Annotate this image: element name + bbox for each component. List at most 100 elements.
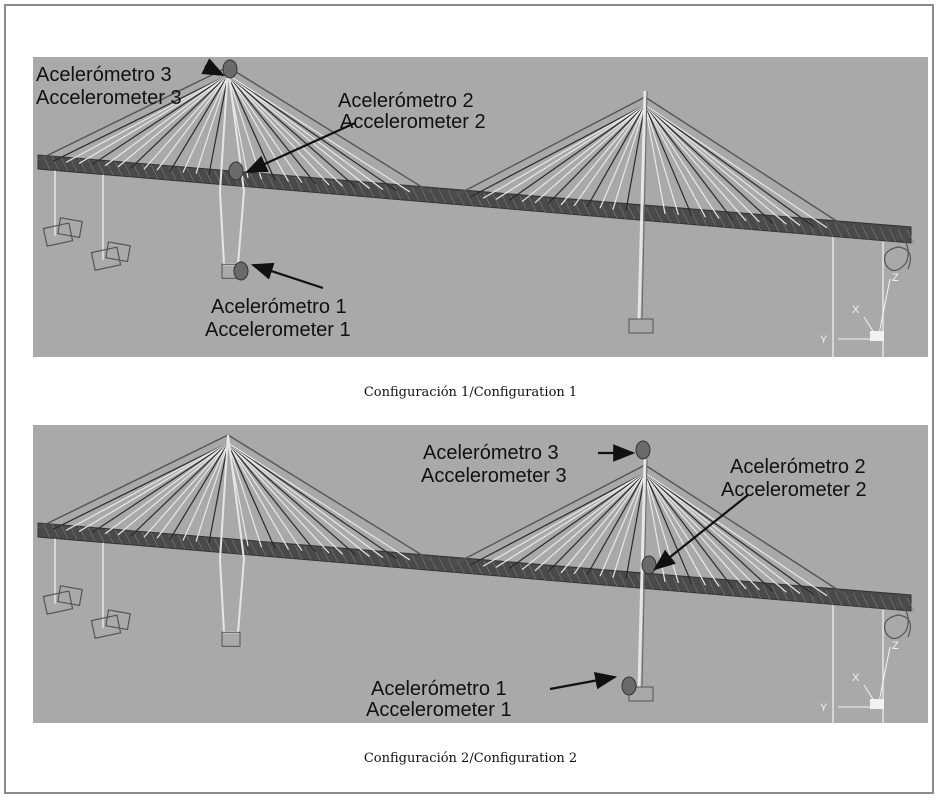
deck-mesh-line xyxy=(600,203,609,218)
deck-mesh-line xyxy=(546,566,555,581)
axis-origin xyxy=(870,699,884,709)
deck-mesh-line xyxy=(141,163,150,179)
deck-mesh-line xyxy=(267,174,276,189)
stay-cable xyxy=(227,442,276,549)
stay-cable xyxy=(208,442,229,543)
abutment xyxy=(883,234,911,272)
deck-mesh-line xyxy=(447,190,456,205)
deck-mesh-line xyxy=(609,204,618,219)
deck-mesh-line xyxy=(159,533,168,548)
stay-cable xyxy=(195,74,229,174)
backstay-cable xyxy=(454,464,646,565)
deck-mesh-line xyxy=(789,587,798,602)
deck-mesh-line xyxy=(762,217,771,232)
accelerometer-3-label-en: Accelerometer 3 xyxy=(421,465,567,487)
stay-cable xyxy=(91,74,229,166)
stay-cable xyxy=(182,442,229,541)
stay-cable xyxy=(625,472,646,579)
accelerometer-1-label-en: Accelerometer 1 xyxy=(366,699,512,721)
deck-mesh-line xyxy=(303,545,312,560)
axis-z-line xyxy=(877,646,891,708)
stay-cable xyxy=(469,472,646,566)
stay-cable xyxy=(227,74,316,185)
deck-mesh-line xyxy=(825,590,834,605)
deck-mesh-line xyxy=(456,558,465,574)
stay-cable xyxy=(227,74,384,191)
stay-cable xyxy=(599,104,646,209)
deck-mesh-line xyxy=(618,572,627,588)
stay-cable xyxy=(586,104,646,208)
deck-mesh-line xyxy=(60,156,69,172)
stay-cable xyxy=(227,442,397,560)
deck-mesh-line xyxy=(186,535,195,550)
deck-mesh-line xyxy=(177,166,186,182)
stay-cable xyxy=(117,442,229,536)
stay-cable xyxy=(644,104,720,219)
deck-mesh-line xyxy=(321,179,330,194)
deck-mesh-line xyxy=(672,209,681,224)
tower-2-edge xyxy=(641,458,648,688)
deck-mesh-line xyxy=(78,158,87,173)
deck-mesh-line xyxy=(159,165,168,180)
stay-cable xyxy=(227,442,370,557)
pier-footing xyxy=(105,609,131,631)
pier-footing xyxy=(57,585,83,607)
deck-mesh-line xyxy=(267,542,276,557)
axis-x-label: X xyxy=(852,304,860,316)
deck-mesh-line xyxy=(348,549,357,564)
stay-cable xyxy=(644,472,801,594)
stay-cable xyxy=(195,442,229,542)
stay-cable xyxy=(644,104,733,221)
deck-mesh-line xyxy=(852,224,861,240)
stay-cable xyxy=(227,74,330,186)
deck-mesh-line xyxy=(483,561,492,576)
deck-mesh-line xyxy=(105,528,114,543)
deck-mesh-line xyxy=(276,175,285,190)
stay-cable xyxy=(130,442,229,537)
stay-cable xyxy=(130,74,229,169)
stay-cable xyxy=(104,442,229,535)
deck-mesh-line xyxy=(906,229,915,244)
deck-mesh-line xyxy=(249,173,258,188)
accelerometer-1-label-en: Accelerometer 1 xyxy=(205,319,351,341)
stay-cable xyxy=(182,74,229,173)
backstay-cable xyxy=(37,66,229,161)
deck-mesh-line xyxy=(663,576,672,591)
stay-cable xyxy=(469,104,646,198)
deck-mesh-line xyxy=(375,551,384,567)
deck-mesh-line xyxy=(528,197,537,212)
stay-cable xyxy=(508,104,646,201)
deck-mesh-line xyxy=(438,557,447,572)
axis-x-line xyxy=(863,684,879,708)
deck-mesh-line xyxy=(186,167,195,182)
accelerometer-3-marker xyxy=(222,59,238,79)
deck-mesh-line xyxy=(483,193,492,208)
stay-cable xyxy=(169,74,229,172)
accelerometer-1-marker xyxy=(621,676,637,696)
deck-mesh-line xyxy=(690,578,699,594)
stay-cable xyxy=(586,472,646,576)
stay-cable xyxy=(104,74,229,167)
deck-mesh-line xyxy=(663,208,672,223)
deck-mesh-line xyxy=(627,205,636,220)
backstay-cable xyxy=(227,434,434,563)
stay-cable xyxy=(508,472,646,569)
deck-mesh-line xyxy=(879,595,888,610)
deck-mesh-line xyxy=(753,584,762,599)
deck-mesh-line xyxy=(60,524,69,540)
deck-mesh-line xyxy=(771,217,780,233)
deck-mesh-line xyxy=(150,164,159,179)
deck-mesh-line xyxy=(123,530,132,545)
stay-cable xyxy=(644,472,720,587)
deck-mesh-line xyxy=(645,207,654,222)
pier-footing xyxy=(90,614,122,639)
deck-mesh-line xyxy=(114,161,123,176)
deck-mesh-line xyxy=(555,199,564,214)
deck-mesh-line xyxy=(492,561,501,577)
deck-mesh-line xyxy=(888,595,897,611)
deck-mesh-line xyxy=(888,227,897,243)
pointer-arrow xyxy=(201,58,225,76)
accelerometer-2-label-es: Acelerómetro 2 xyxy=(338,90,474,112)
pointer-arrow xyxy=(244,121,356,174)
deck-mesh-line xyxy=(564,568,573,583)
